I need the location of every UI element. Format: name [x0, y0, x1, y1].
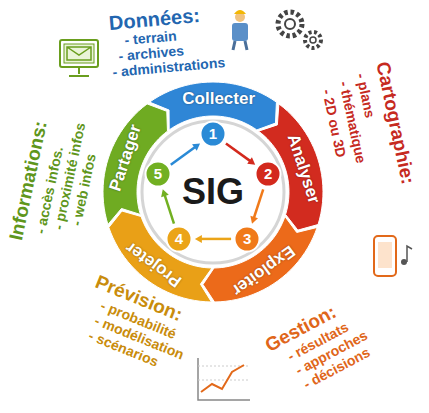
step-number: 1: [199, 120, 227, 148]
step-circle: [201, 122, 226, 147]
center-disc: [142, 121, 284, 263]
center-circle: SIG 1 2 3 4 5: [141, 120, 285, 264]
step-number: 4: [165, 225, 193, 253]
category-heading: Cartographie:: [372, 60, 418, 186]
phone-music-icon: [374, 236, 412, 276]
process-arrow: Partager: [102, 102, 169, 226]
step-number-text: 1: [209, 126, 217, 143]
worker-icon: [232, 10, 248, 50]
step-circle: [166, 226, 191, 251]
step-number-text: 2: [264, 166, 272, 183]
step-number-text: 3: [243, 231, 251, 248]
step-number: 3: [233, 225, 261, 253]
connector-line: [201, 238, 231, 241]
gears-icon: [278, 12, 321, 48]
process-label: Partager: [107, 122, 146, 193]
process-arrow: Collecter: [148, 81, 278, 131]
step-number: 2: [254, 160, 282, 188]
step-number: 5: [144, 160, 172, 188]
chart-icon: [198, 358, 250, 400]
process-label: Exploiter: [228, 241, 298, 299]
process-arrow: Exploiter: [201, 215, 319, 303]
center-title: SIG: [182, 172, 244, 212]
process-label: Analyser: [283, 132, 323, 206]
arrow-band-shape: [102, 102, 169, 226]
step-number-text: 5: [154, 166, 162, 183]
step-circle: [256, 162, 281, 187]
step-number-text: 4: [175, 231, 183, 248]
process-label: Collecter: [182, 90, 255, 109]
step-circle: [235, 226, 260, 251]
computer-icon: [60, 40, 98, 76]
step-circle: [145, 162, 170, 187]
